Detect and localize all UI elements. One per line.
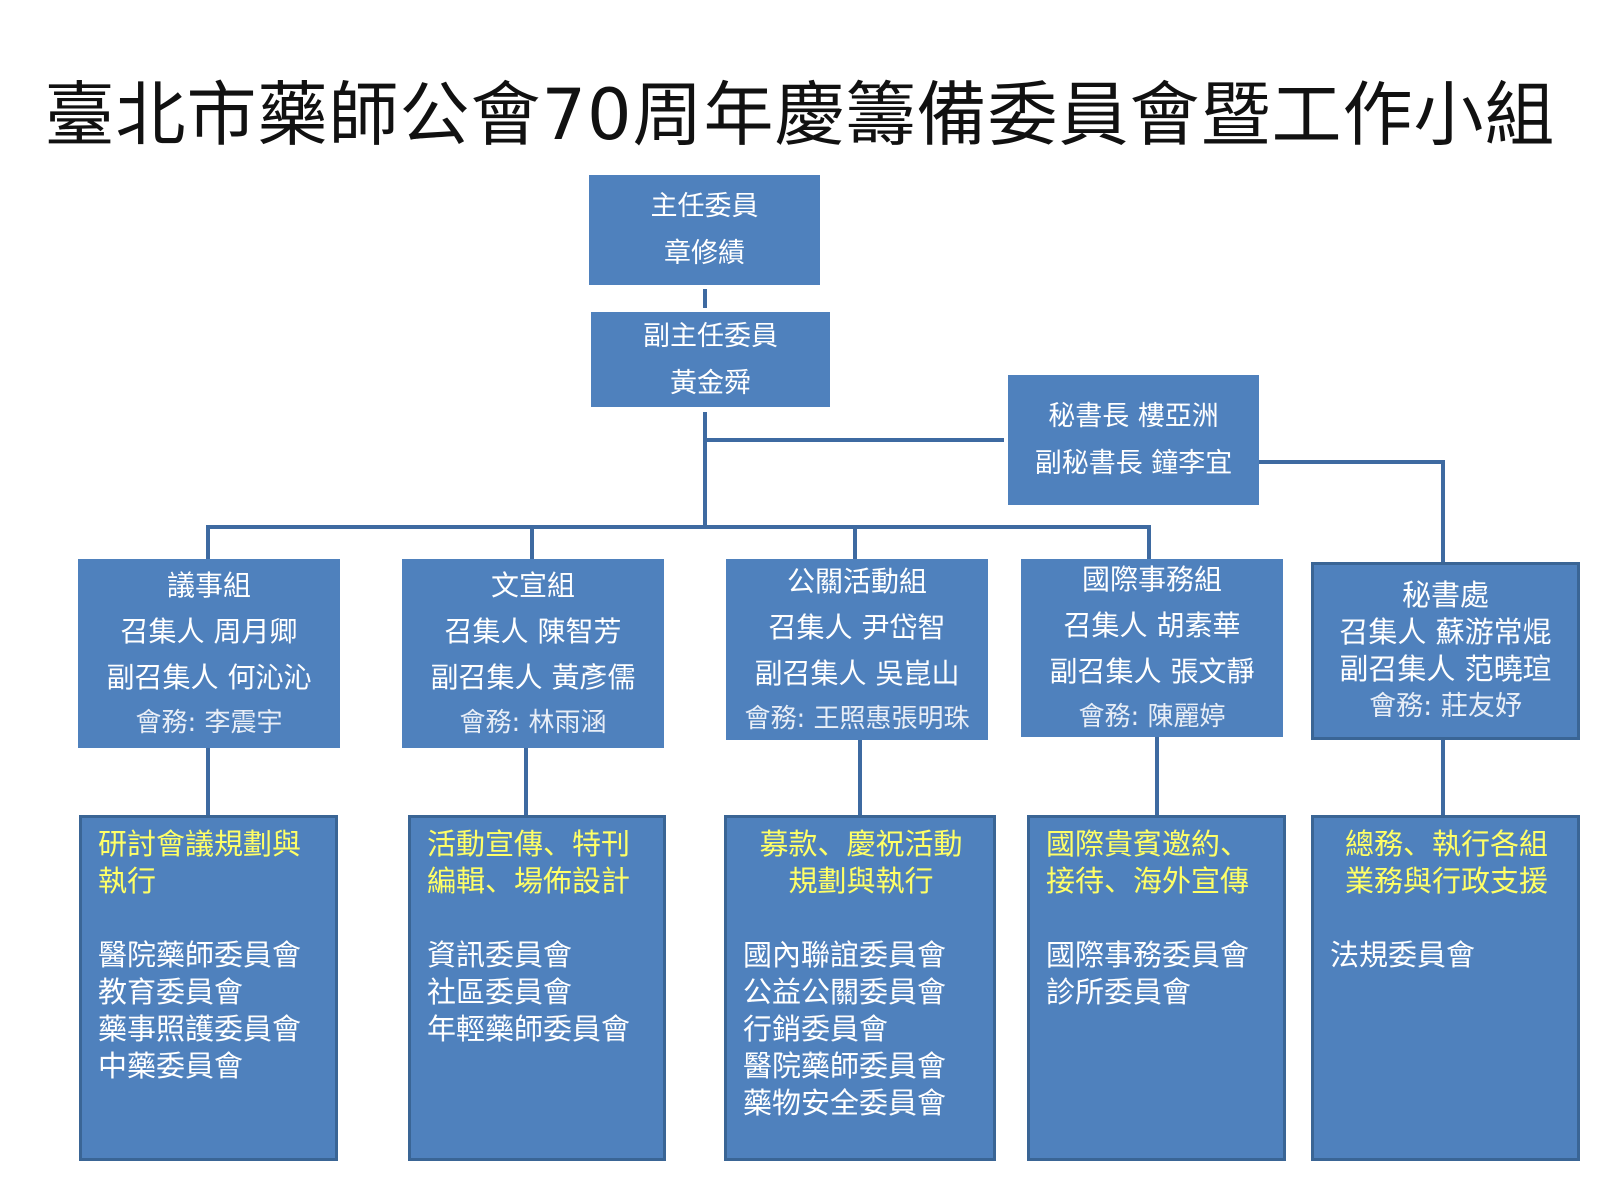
task-description: 募款、慶祝活動 規劃與執行 [743, 826, 979, 900]
group-box-4: 國際事務組 召集人 胡素華 副召集人 張文靜 會務: 陳麗婷 [1021, 559, 1283, 737]
group-affairs: 會務: 王照惠張明珠 [744, 703, 970, 734]
group-deputy: 副召集人 黃彥儒 [430, 660, 636, 694]
committee-item: 醫院藥師委員會 [98, 938, 302, 972]
vice-chair-name: 黃金舜 [670, 367, 751, 399]
committee-item: 法規委員會 [1330, 938, 1476, 972]
connector-sg-secretariat [1258, 460, 1445, 562]
group-name: 公關活動組 [786, 564, 927, 598]
group-convener: 召集人 尹岱智 [768, 610, 946, 644]
vice-chair-box: 副主任委員 黃金舜 [591, 312, 830, 407]
committee-item: 國內聯誼委員會 [743, 938, 947, 972]
committee-item: 診所委員會 [1046, 975, 1192, 1009]
task-box-5: 總務、執行各組 業務與行政支援 法規委員會 [1311, 815, 1580, 1161]
group-convener: 召集人 周月卿 [120, 614, 298, 648]
chair-role: 主任委員 [650, 191, 759, 222]
task-description: 活動宣傳、特刊 編輯、場佈設計 [427, 826, 649, 900]
task-line: 研討會議規劃與 [98, 827, 302, 861]
group-name: 國際事務組 [1081, 563, 1222, 596]
task-description: 國際貴賓邀約、 接待、海外宣傳 [1046, 826, 1269, 900]
group-deputy: 副召集人 何沁沁 [106, 660, 312, 694]
task-description: 研討會議規劃與 執行 [98, 826, 321, 900]
secretary-general-line1: 秘書長 樓亞洲 [1048, 401, 1219, 432]
group-affairs: 會務: 林雨涵 [459, 707, 607, 738]
task-description: 總務、執行各組 業務與行政支援 [1330, 826, 1563, 900]
group-name: 文宣組 [490, 568, 575, 602]
task-line: 募款、慶祝活動 [759, 827, 963, 861]
group-deputy: 副召集人 吳崑山 [754, 656, 960, 690]
chair-box: 主任委員 章修績 [589, 175, 820, 285]
committee-item: 國際事務委員會 [1046, 938, 1250, 972]
task-box-2: 活動宣傳、特刊 編輯、場佈設計 資訊委員會 社區委員會 年輕藥師委員會 [408, 815, 666, 1161]
committee-item: 資訊委員會 [427, 938, 573, 972]
group-name: 議事組 [166, 568, 251, 602]
group-deputy: 副召集人 范曉瑄 [1339, 652, 1552, 686]
page-title: 臺北市藥師公會70周年慶籌備委員會暨工作小組 [44, 74, 1556, 156]
committee-item: 公益公關委員會 [743, 975, 947, 1009]
group-box-1: 議事組 召集人 周月卿 副召集人 何沁沁 會務: 李震宇 [78, 559, 340, 748]
secretary-general-line2: 副秘書長 鐘李宜 [1034, 448, 1233, 479]
task-box-1: 研討會議規劃與 執行 醫院藥師委員會 教育委員會 藥事照護委員會 中藥委員會 [79, 815, 338, 1161]
chair-name: 章修績 [664, 238, 745, 269]
group-name: 秘書處 [1401, 578, 1489, 612]
committee-item: 藥物安全委員會 [743, 1086, 947, 1120]
committee-item: 教育委員會 [98, 975, 244, 1009]
group-convener: 召集人 陳智芳 [444, 614, 622, 648]
task-line: 接待、海外宣傳 [1046, 864, 1250, 898]
task-line: 業務與行政支援 [1344, 864, 1548, 898]
committee-item: 藥事照護委員會 [98, 1012, 302, 1046]
group-affairs: 會務: 莊友妤 [1369, 691, 1522, 722]
task-line: 總務、執行各組 [1344, 827, 1548, 861]
vice-chair-role: 副主任委員 [643, 320, 778, 352]
group-deputy: 副召集人 張文靜 [1049, 655, 1255, 688]
group-affairs: 會務: 陳麗婷 [1078, 702, 1226, 732]
task-line: 活動宣傳、特刊 [427, 827, 631, 861]
task-line: 編輯、場佈設計 [427, 864, 631, 898]
committee-item: 中藥委員會 [98, 1049, 244, 1083]
group-box-2: 文宣組 召集人 陳智芳 副召集人 黃彥儒 會務: 林雨涵 [402, 559, 664, 748]
group-convener: 召集人 蘇游常焜 [1339, 615, 1552, 649]
task-box-4: 國際貴賓邀約、 接待、海外宣傳 國際事務委員會 診所委員會 [1027, 815, 1286, 1161]
task-box-3: 募款、慶祝活動 規劃與執行 國內聯誼委員會 公益公關委員會 行銷委員會 醫院藥師… [724, 815, 996, 1161]
task-line: 國際貴賓邀約、 [1046, 827, 1250, 861]
group-affairs: 會務: 李震宇 [135, 707, 283, 738]
committee-item: 醫院藥師委員會 [743, 1049, 947, 1083]
committee-item: 年輕藥師委員會 [427, 1012, 631, 1046]
committee-item: 行銷委員會 [743, 1012, 889, 1046]
group-box-5: 秘書處 召集人 蘇游常焜 副召集人 范曉瑄 會務: 莊友妤 [1311, 562, 1580, 740]
committee-item: 社區委員會 [427, 975, 573, 1009]
group-convener: 召集人 胡素華 [1063, 609, 1241, 642]
task-line: 規劃與執行 [788, 864, 934, 898]
task-line: 執行 [98, 864, 157, 898]
secretary-general-box: 秘書長 樓亞洲 副秘書長 鐘李宜 [1008, 375, 1259, 505]
group-box-3: 公關活動組 召集人 尹岱智 副召集人 吳崑山 會務: 王照惠張明珠 [726, 559, 988, 740]
